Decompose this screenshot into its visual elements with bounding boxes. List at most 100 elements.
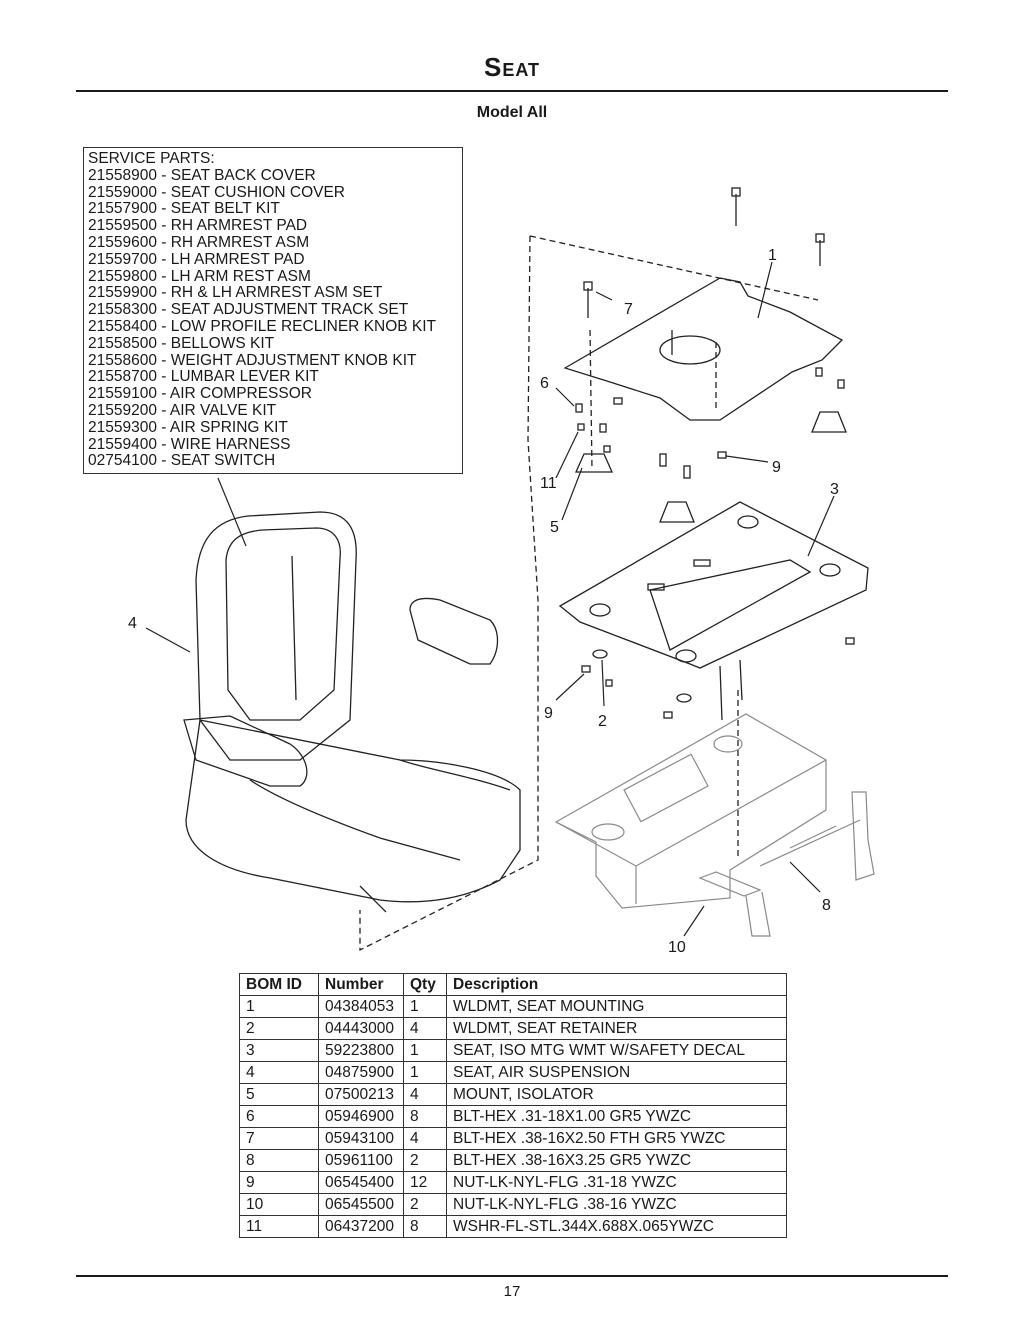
- header-rule: [76, 90, 948, 92]
- bom-description: WSHR-FL-STL.344X.688X.065YWZC: [446, 1215, 787, 1238]
- bom-header-description: Description: [446, 973, 787, 996]
- callout-7: 7: [624, 301, 633, 318]
- service-part-item: 21559700 - LH ARMREST PAD: [88, 250, 305, 268]
- bom-header-number: Number: [318, 973, 404, 996]
- model-subtitle: Model All: [476, 104, 548, 121]
- bom-qty: 1: [403, 995, 447, 1018]
- callout-9-upper: 9: [772, 459, 781, 476]
- callout-3: 3: [830, 481, 839, 498]
- bom-qty: 4: [403, 1083, 447, 1106]
- bom-header-id: BOM ID: [239, 973, 319, 996]
- service-parts-box: SERVICE PARTS: 21558900 - SEAT BACK COVE…: [83, 147, 463, 474]
- callout-2: 2: [598, 713, 607, 730]
- bom-qty: 1: [403, 1039, 447, 1062]
- bom-id: 6: [239, 1105, 319, 1128]
- callout-6: 6: [540, 375, 549, 392]
- bom-id: 4: [239, 1061, 319, 1084]
- service-part-item: 21559100 - AIR COMPRESSOR: [88, 385, 312, 403]
- page-number: 17: [503, 1283, 521, 1300]
- bom-qty: 8: [403, 1215, 447, 1238]
- bom-number: 05943100: [318, 1127, 404, 1150]
- bom-description: NUT-LK-NYL-FLG .31-18 YWZC: [446, 1171, 787, 1194]
- service-part-item: 21558900 - SEAT BACK COVER: [88, 166, 316, 184]
- seat-base-plate: [558, 501, 869, 669]
- service-part-item: 21559000 - SEAT CUSHION COVER: [88, 183, 345, 201]
- bom-id: 2: [239, 1017, 319, 1040]
- bom-number: 04384053: [318, 995, 404, 1018]
- bom-number: 06545400: [318, 1171, 404, 1194]
- service-part-item: 21558700 - LUMBAR LEVER KIT: [88, 368, 319, 386]
- bom-header-row: BOM ID Number Qty Description: [239, 973, 787, 996]
- bom-qty: 2: [403, 1149, 447, 1172]
- bom-header-qty: Qty: [403, 973, 447, 996]
- service-part-item: 21559400 - WIRE HARNESS: [88, 435, 291, 453]
- bom-description: NUT-LK-NYL-FLG .38-16 YWZC: [446, 1193, 787, 1216]
- bom-id: 3: [239, 1039, 319, 1062]
- bom-qty: 4: [403, 1017, 447, 1040]
- service-part-item: 21558300 - SEAT ADJUSTMENT TRACK SET: [88, 301, 409, 319]
- service-part-item: 21557900 - SEAT BELT KIT: [88, 200, 280, 218]
- service-part-item: 21558500 - BELLOWS KIT: [88, 334, 275, 352]
- callout-11: 11: [540, 475, 557, 492]
- service-part-item: 21559800 - LH ARM REST ASM: [88, 267, 311, 285]
- seat-outline: [183, 511, 521, 913]
- bom-id: 7: [239, 1127, 319, 1150]
- service-part-item: 02754100 - SEAT SWITCH: [88, 452, 276, 470]
- bom-qty: 4: [403, 1127, 447, 1150]
- bom-description: BLT-HEX .31-18X1.00 GR5 YWZC: [446, 1105, 787, 1128]
- service-part-item: 21558400 - LOW PROFILE RECLINER KNOB KIT: [88, 317, 437, 335]
- bom-qty: 2: [403, 1193, 447, 1216]
- bom-description: BLT-HEX .38-16X2.50 FTH GR5 YWZC: [446, 1127, 787, 1150]
- bom-description: SEAT, ISO MTG WMT W/SAFETY DECAL: [446, 1039, 787, 1062]
- callout-1: 1: [768, 247, 777, 264]
- service-parts-heading: SERVICE PARTS:: [88, 150, 215, 167]
- seat-mounting-plate: [563, 277, 844, 421]
- bom-description: SEAT, AIR SUSPENSION: [446, 1061, 787, 1084]
- bom-number: 07500213: [318, 1083, 404, 1106]
- bom-number: 05946900: [318, 1105, 404, 1128]
- bom-qty: 12: [403, 1171, 447, 1194]
- callout-10: 10: [668, 939, 686, 956]
- bom-number: 04875900: [318, 1061, 404, 1084]
- callout-4: 4: [128, 615, 137, 632]
- bom-qty: 1: [403, 1061, 447, 1084]
- bom-qty: 8: [403, 1105, 447, 1128]
- service-part-item: 21559200 - AIR VALVE KIT: [88, 401, 277, 419]
- bom-description: WLDMT, SEAT MOUNTING: [446, 995, 787, 1018]
- callout-5: 5: [550, 519, 559, 536]
- bom-number: 59223800: [318, 1039, 404, 1062]
- bom-id: 9: [239, 1171, 319, 1194]
- bom-number: 04443000: [318, 1017, 404, 1040]
- service-part-item: 21559900 - RH & LH ARMREST ASM SET: [88, 284, 383, 302]
- page-title: Seat: [483, 52, 540, 82]
- bom-description: WLDMT, SEAT RETAINER: [446, 1017, 787, 1040]
- service-part-item: 21559500 - RH ARMREST PAD: [88, 217, 308, 235]
- callout-8: 8: [822, 897, 831, 914]
- callout-9-lower: 9: [544, 705, 553, 722]
- footer-rule: [76, 1275, 948, 1277]
- bom-description: BLT-HEX .38-16X3.25 GR5 YWZC: [446, 1149, 787, 1172]
- service-part-item: 21559300 - AIR SPRING KIT: [88, 418, 288, 436]
- bom-id: 11: [239, 1215, 319, 1238]
- service-part-item: 21558600 - WEIGHT ADJUSTMENT KNOB KIT: [88, 351, 417, 369]
- bom-number: 06437200: [318, 1215, 404, 1238]
- bom-id: 8: [239, 1149, 319, 1172]
- bom-id: 5: [239, 1083, 319, 1106]
- service-part-item: 21559600 - RH ARMREST ASM: [88, 233, 310, 251]
- bom-id: 10: [239, 1193, 319, 1216]
- bom-id: 1: [239, 995, 319, 1018]
- bom-number: 06545500: [318, 1193, 404, 1216]
